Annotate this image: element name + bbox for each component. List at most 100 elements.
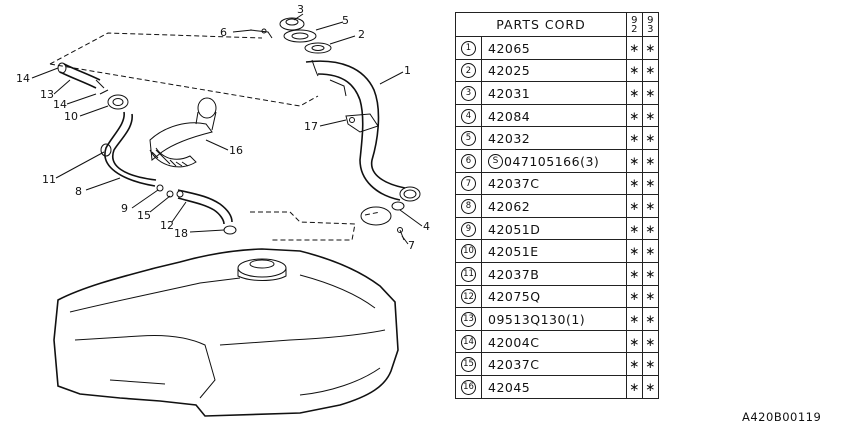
item-number-cell: 9 <box>455 216 482 241</box>
item-number-cell: 7 <box>455 171 482 196</box>
part-code: 42025 <box>488 63 531 79</box>
year-92-mark: ∗ <box>626 148 643 173</box>
year-93-mark: ∗ <box>642 126 659 150</box>
callout-label: 17 <box>304 120 318 133</box>
leader-lines <box>31 13 423 245</box>
reference-dashed-lines <box>49 32 381 241</box>
access-cover <box>360 201 405 241</box>
filler-pipe <box>305 59 421 202</box>
year-digit: 9 <box>631 14 638 26</box>
item-number-cell: 1 <box>455 36 482 60</box>
item-number: 4 <box>461 108 476 124</box>
item-number-cell: 16 <box>455 374 482 399</box>
year-93-mark: ∗ <box>642 216 659 241</box>
callout-label: 1 <box>404 64 411 77</box>
year-92-mark: ∗ <box>626 126 643 150</box>
item-number: 12 <box>461 289 476 305</box>
item-number: 7 <box>461 176 476 192</box>
callout-label: 11 <box>42 173 56 186</box>
item-number-cell: 15 <box>455 352 482 376</box>
callout-label: 16 <box>229 144 243 157</box>
item-number: 5 <box>461 131 476 147</box>
year-digit: 2 <box>631 23 638 35</box>
year-93-mark: ∗ <box>642 284 659 309</box>
callout-label: 3 <box>297 3 304 16</box>
callout-label: 14 <box>16 72 30 85</box>
part-code-cell: 42051E <box>481 239 627 263</box>
part-code: 09513Q130(1) <box>488 311 586 327</box>
year-digit: 9 <box>647 14 654 26</box>
year-93-mark: ∗ <box>642 103 659 128</box>
item-number-cell: 2 <box>455 58 482 83</box>
year-93-mark: ∗ <box>642 352 659 376</box>
table-row: 3 42031 ∗∗ <box>455 81 659 105</box>
year-92-mark: ∗ <box>626 58 643 83</box>
callout-label: 10 <box>64 110 78 123</box>
part-code-cell: 42065 <box>481 36 627 60</box>
vent-pipe-16 <box>149 97 217 168</box>
part-code: 42045 <box>488 379 531 395</box>
item-number: 2 <box>461 63 476 79</box>
item-number-cell: 3 <box>455 81 482 105</box>
item-number: 15 <box>461 357 476 373</box>
part-code-cell: 09513Q130(1) <box>481 307 627 331</box>
part-code: 42062 <box>488 198 531 214</box>
year-93-mark: ∗ <box>642 148 659 173</box>
item-number-cell: 14 <box>455 329 482 354</box>
part-code: 42075Q <box>488 289 541 305</box>
item-number: 11 <box>461 266 476 282</box>
callout-label: 5 <box>342 14 349 27</box>
item-number: 8 <box>461 198 476 214</box>
year-digit: 3 <box>647 23 654 35</box>
callout-label: 18 <box>174 227 188 240</box>
year-92-mark: ∗ <box>626 329 643 354</box>
part-code: 42004C <box>488 334 540 350</box>
year-92-mark: ∗ <box>626 239 643 263</box>
callout-label: 13 <box>40 88 54 101</box>
part-code: 047105166(3) <box>504 153 600 169</box>
year-93-mark: ∗ <box>642 261 659 286</box>
year-93-mark: ∗ <box>642 194 659 218</box>
item-number: 9 <box>461 221 476 237</box>
item-number: 16 <box>461 379 476 395</box>
item-number-cell: 12 <box>455 284 482 309</box>
year-92-mark: ∗ <box>626 374 643 399</box>
item-number-cell: 5 <box>455 126 482 150</box>
item-number: 14 <box>461 334 476 350</box>
callout-label: 15 <box>137 209 151 222</box>
part-code-cell: 42032 <box>481 126 627 150</box>
item-number: 3 <box>461 85 476 101</box>
year-93-mark: ∗ <box>642 81 659 105</box>
item-number-cell: 4 <box>455 103 482 128</box>
year-92-mark: ∗ <box>626 216 643 241</box>
year-93-mark: ∗ <box>642 171 659 196</box>
year-92-mark: ∗ <box>626 171 643 196</box>
item-number-cell: 6 <box>455 148 482 173</box>
callout-label: 6 <box>220 26 227 39</box>
year-92-mark: ∗ <box>626 81 643 105</box>
year-93-mark: ∗ <box>642 36 659 60</box>
fuel-system-diagram: 3 5 6 2 1 14 13 14 10 17 16 11 8 9 15 12… <box>16 3 430 417</box>
table-row: 7 42037C ∗∗ <box>455 171 659 196</box>
part-code-cell: 42062 <box>481 194 627 218</box>
callout-label: 2 <box>358 28 365 41</box>
part-code: 42037C <box>488 176 540 192</box>
callout-labels: 3 5 6 2 1 14 13 14 10 17 16 11 8 9 15 12… <box>16 3 430 252</box>
fuel-tank <box>53 248 399 417</box>
bracket-part <box>345 113 379 133</box>
year-93-header: 9 3 <box>642 12 659 37</box>
part-code-cell: 42051D <box>481 216 627 241</box>
year-92-mark: ∗ <box>626 352 643 376</box>
year-92-header: 9 2 <box>626 12 643 37</box>
part-code: 42031 <box>488 85 531 101</box>
part-code-cell: 42031 <box>481 81 627 105</box>
year-92-mark: ∗ <box>626 194 643 218</box>
part-code: 42051E <box>488 244 539 260</box>
